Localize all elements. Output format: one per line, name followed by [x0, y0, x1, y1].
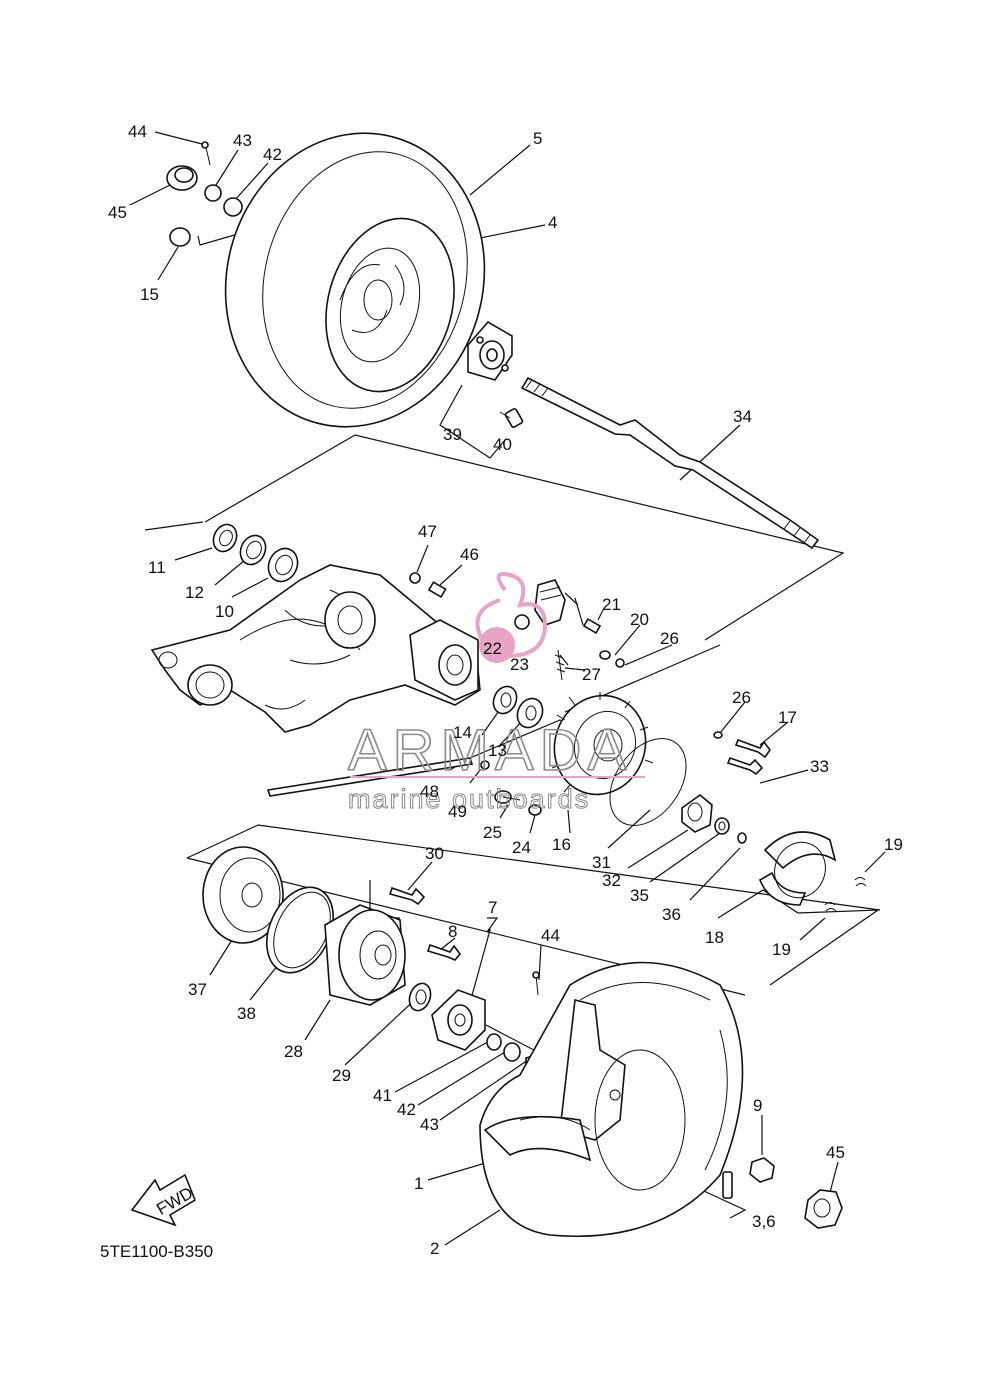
washer-43-top [204, 184, 222, 202]
callout: 43 [420, 1115, 439, 1134]
small-parts-24-25-49 [480, 760, 542, 816]
callout: 14 [453, 723, 472, 742]
axle-nut-45-bottom [804, 1189, 843, 1229]
callout: 8 [448, 922, 457, 941]
callout: 44 [541, 926, 560, 945]
washer-42-top [223, 197, 243, 217]
watermark-logo-dot [479, 627, 515, 663]
rear-hub-7 [431, 989, 486, 1051]
bolts-17-33-26 [713, 731, 771, 776]
top-left-fasteners [166, 141, 243, 247]
bolt-30 [388, 886, 426, 906]
callout: 32 [602, 871, 621, 890]
callout: 42 [397, 1100, 416, 1119]
brake-parts-32-35-36 [681, 793, 747, 844]
callout: 11 [148, 558, 166, 577]
rear-wheel-tire-2 [479, 961, 744, 1238]
callout: 37 [188, 980, 207, 999]
callout: 26 [660, 629, 679, 648]
callout: 29 [332, 1066, 351, 1085]
callout: 44 [128, 122, 147, 141]
callout: 40 [493, 435, 512, 454]
wheel-rim-1 [483, 1115, 592, 1162]
callout: 35 [630, 886, 649, 905]
callout: 30 [425, 844, 444, 863]
callout: 2 [430, 1239, 439, 1258]
callout: 45 [108, 203, 127, 222]
callout: 42 [263, 145, 282, 164]
rear-axle-34 [520, 376, 820, 550]
o-ring-38 [266, 886, 334, 974]
seals-11-12-10 [212, 523, 299, 583]
watermark: ARMADA marine outboards [347, 572, 645, 815]
callout: 34 [733, 407, 752, 426]
brake-shoes-18-19 [759, 831, 867, 912]
front-wheel-tire-5 [224, 132, 486, 428]
callout: 28 [284, 1042, 303, 1061]
callout: 19 [772, 940, 791, 959]
callout: 49 [448, 802, 467, 821]
drum-cover-37 [202, 846, 284, 944]
callout: 9 [753, 1096, 762, 1115]
callout: 7 [488, 898, 497, 917]
callout: 4 [548, 213, 557, 232]
washer-29 [408, 982, 432, 1012]
axle-nut-45-top [166, 165, 198, 191]
watermark-logo [475, 572, 548, 658]
callout: 15 [140, 285, 159, 304]
callout: 25 [483, 823, 502, 842]
callout: 26 [732, 688, 751, 707]
wheel-rim-4 [325, 217, 455, 393]
callout: 1 [414, 1174, 423, 1193]
callout: 39 [443, 425, 462, 444]
callout: 38 [237, 1004, 256, 1023]
wheel-hub-39 [467, 320, 524, 428]
callout: 13 [488, 741, 507, 760]
callout: 17 [778, 708, 797, 727]
callout: 22 [483, 639, 502, 658]
callout: 3,6 [752, 1212, 776, 1231]
callout: 27 [582, 665, 601, 684]
callout: 16 [552, 835, 571, 854]
swing-arm-final-drive [150, 564, 481, 733]
valve-3-6-nut-9 [722, 1157, 775, 1199]
callout: 33 [810, 757, 829, 776]
bolt-8 [426, 943, 462, 961]
watermark-tagline: marine outboards [348, 784, 590, 814]
callout: 45 [826, 1143, 845, 1162]
nut-15 [169, 227, 191, 247]
watermark-brand: ARMADA [348, 718, 632, 783]
callout: 47 [418, 522, 437, 541]
callout: 46 [460, 545, 479, 564]
callout: 18 [705, 928, 724, 947]
callout: 10 [215, 602, 234, 621]
callout: 19 [884, 835, 903, 854]
brake-housing-16 [551, 692, 654, 796]
callout: 21 [602, 595, 621, 614]
brake-drum-28 [324, 904, 406, 1006]
o-ring-31 [609, 738, 687, 826]
callout: 23 [510, 655, 529, 674]
callout: 24 [512, 838, 531, 857]
fwd-direction-arrow: FWD [130, 1173, 196, 1227]
callout: 43 [233, 131, 252, 150]
callout: 36 [662, 905, 681, 924]
bearings-13-14 [492, 685, 544, 729]
bolt-40 [499, 408, 524, 428]
small-bolts-46-47 [409, 572, 447, 599]
callout: 48 [420, 782, 439, 801]
callout-labels: 44 43 42 5 45 4 15 34 40 39 47 46 11 12 … [108, 122, 903, 1258]
callout: 20 [630, 610, 649, 629]
callout: 41 [373, 1086, 392, 1105]
callout: 5 [533, 129, 542, 148]
callout: 12 [185, 583, 204, 602]
diagram-code: 5TE1100-B350 [100, 1242, 213, 1261]
callout: 31 [592, 853, 611, 872]
